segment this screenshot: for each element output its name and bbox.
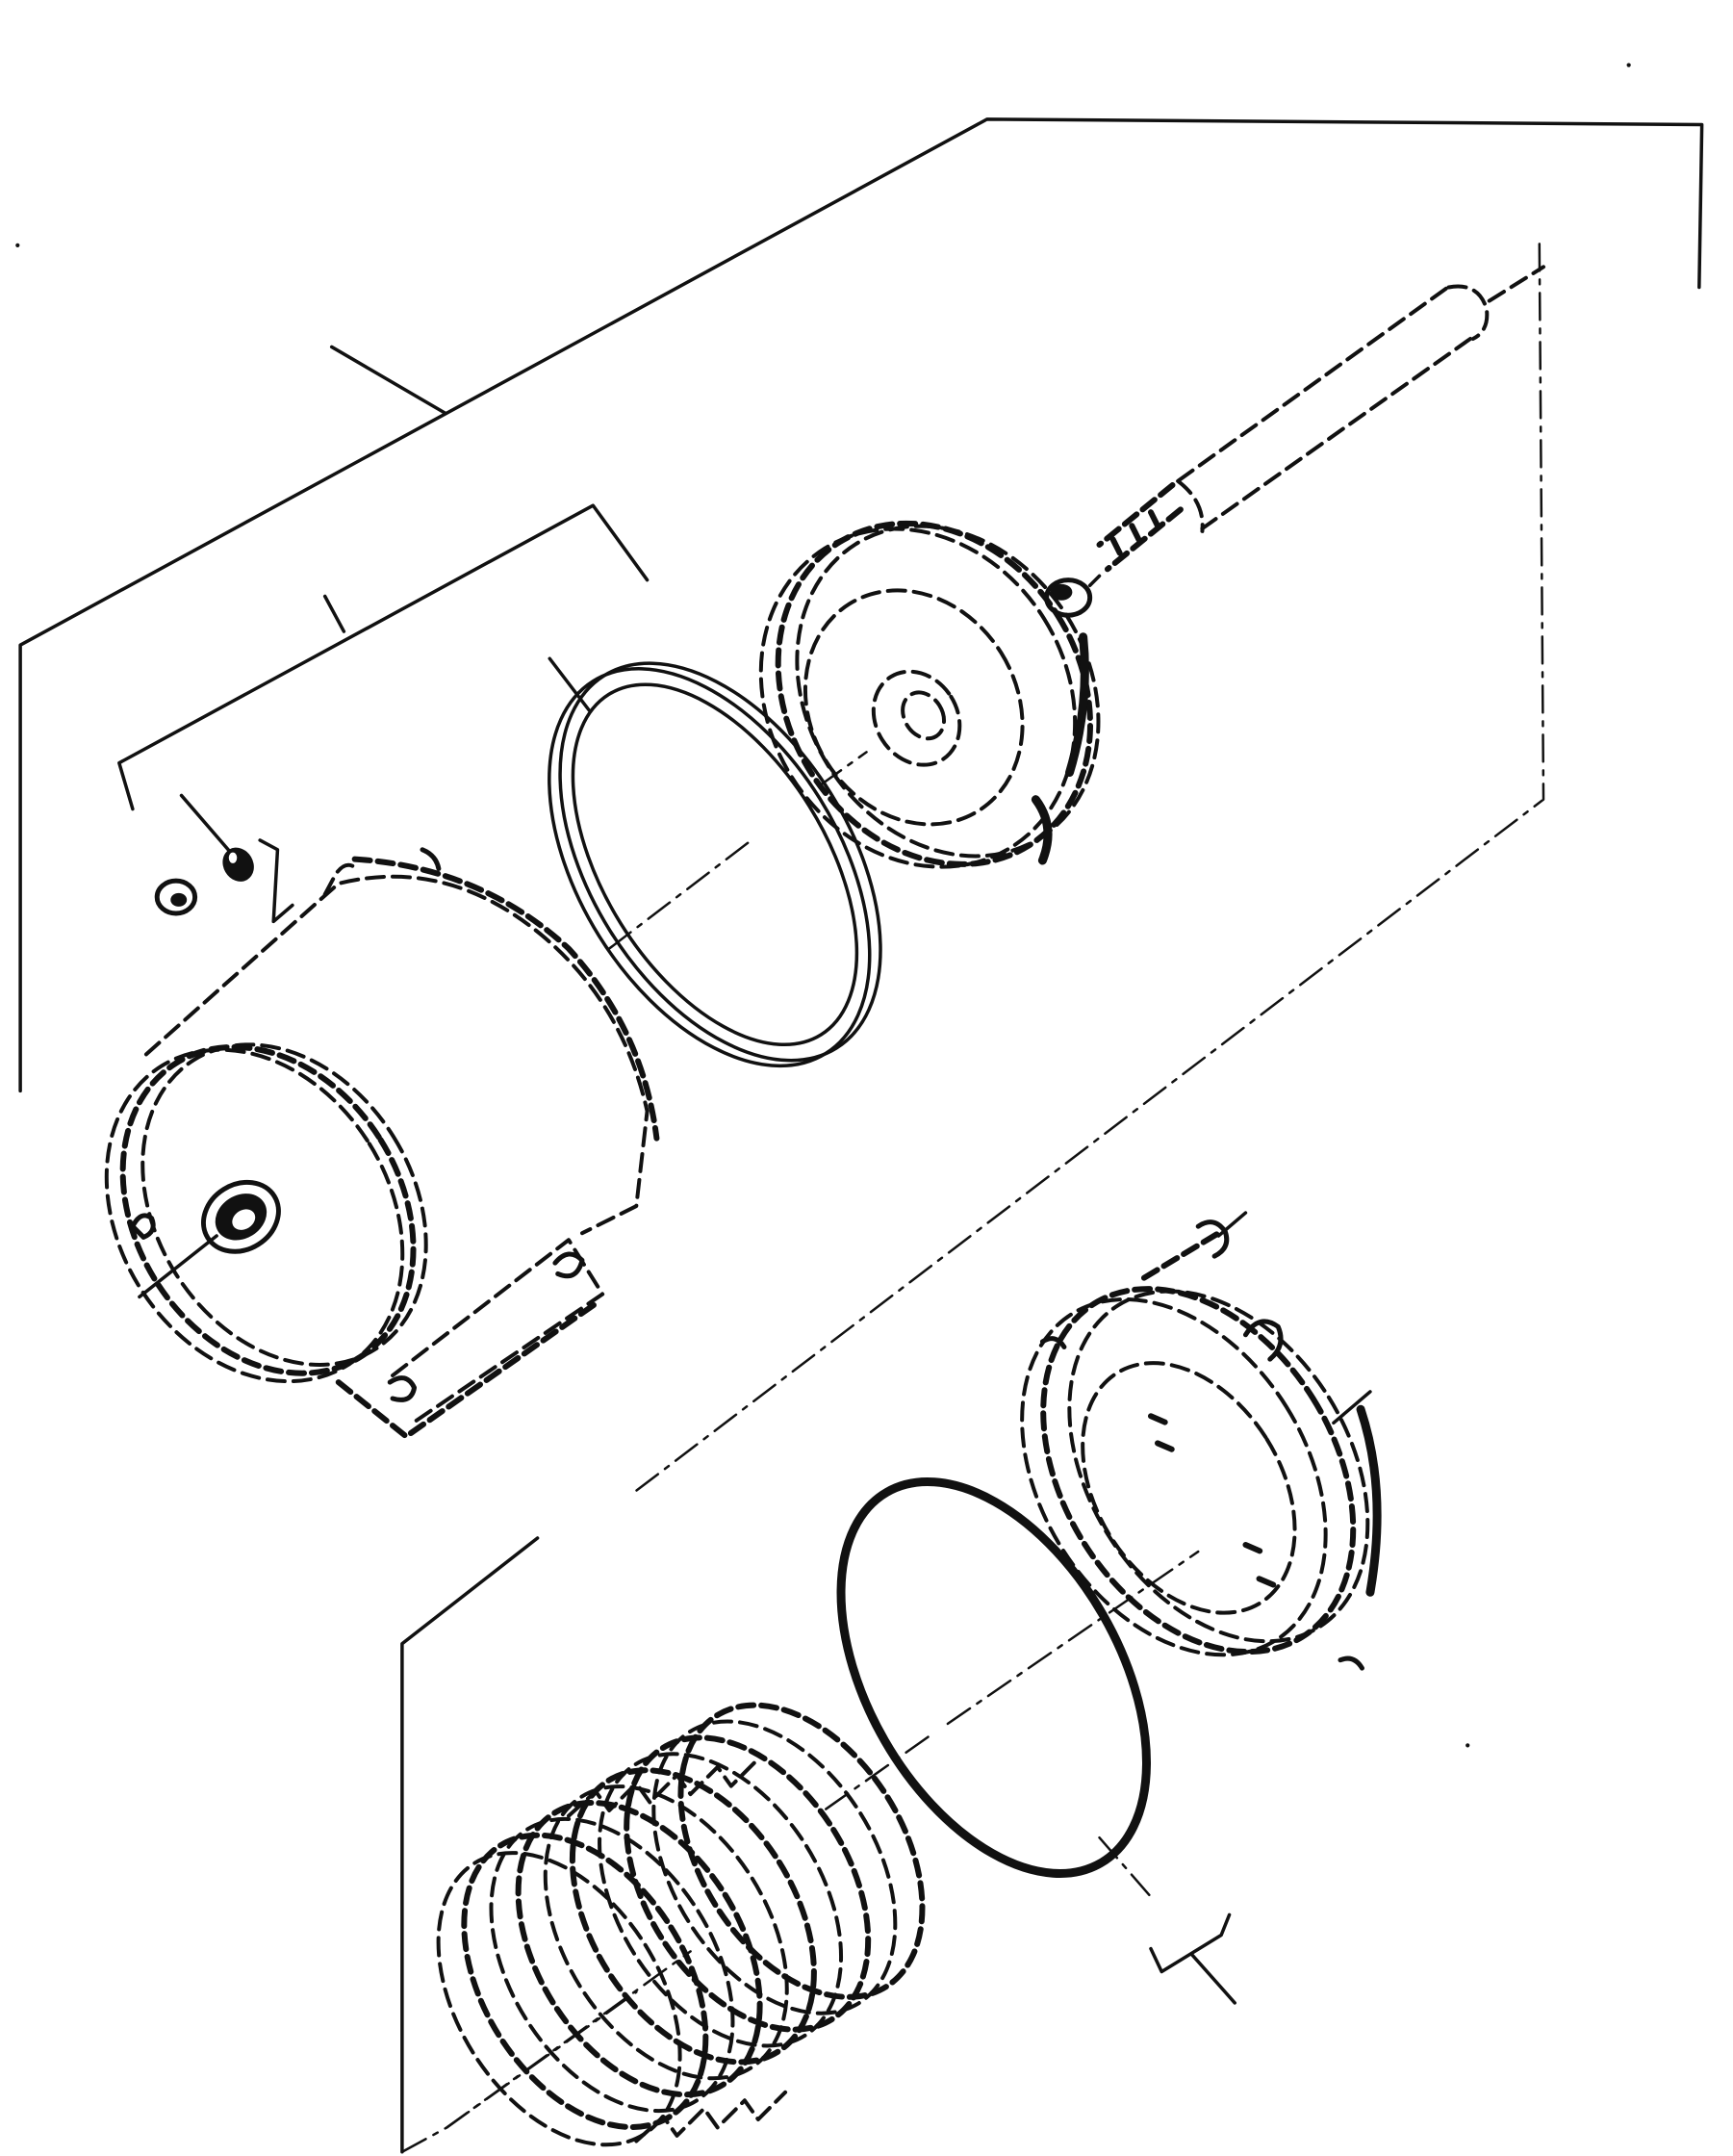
scan-specks <box>15 63 1631 1748</box>
snap-ring <box>777 1429 1210 1926</box>
piston-ring-seal <box>483 606 947 1122</box>
upper-centerline-frame <box>636 244 1543 1490</box>
lower-assembly-frame <box>402 1538 691 2152</box>
tee-marker <box>1151 1914 1235 2003</box>
rear-cover-plate <box>959 1232 1429 1710</box>
clutch-cover-plate <box>699 465 1160 927</box>
clutch-disc-pack <box>389 1661 973 2156</box>
upper-assembly-frame <box>20 119 1702 1091</box>
cover-bolt <box>1144 1213 1246 1278</box>
shaft-spline <box>1100 485 1181 569</box>
lower-centerline <box>446 1552 1198 2127</box>
input-shaft <box>1178 267 1543 531</box>
clutch-drum-housing <box>46 850 656 1437</box>
upper-centerline <box>609 752 866 948</box>
subassembly-bracket <box>119 505 648 808</box>
check-ball-fastener <box>157 795 293 921</box>
